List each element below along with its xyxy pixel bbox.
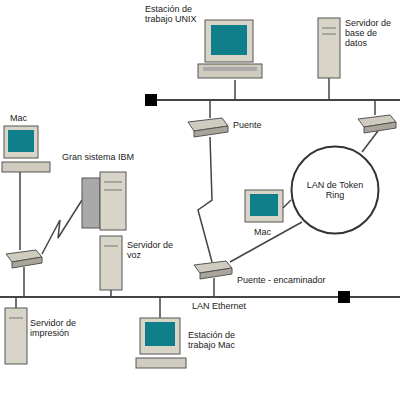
ring-network: LAN de Token Ring bbox=[290, 145, 380, 235]
device-label: LAN Ethernet bbox=[192, 301, 272, 311]
device-label: Mac bbox=[10, 113, 50, 123]
device-label: Servidor de voz bbox=[127, 240, 182, 260]
device-label: Servidor de base de datos bbox=[345, 18, 398, 48]
device-label: Estación de trabajo Mac bbox=[188, 330, 254, 350]
device-label: Puente bbox=[233, 120, 283, 130]
device-label: Servidor de impresión bbox=[30, 318, 92, 338]
device-label: Puente - encaminador bbox=[237, 275, 347, 285]
ring-label: LAN de Token Ring bbox=[304, 180, 366, 200]
device-label: Mac bbox=[254, 227, 294, 237]
device-label: Gran sistema IBM bbox=[62, 152, 152, 162]
device-label: Estación de trabajo UNIX bbox=[145, 4, 201, 24]
